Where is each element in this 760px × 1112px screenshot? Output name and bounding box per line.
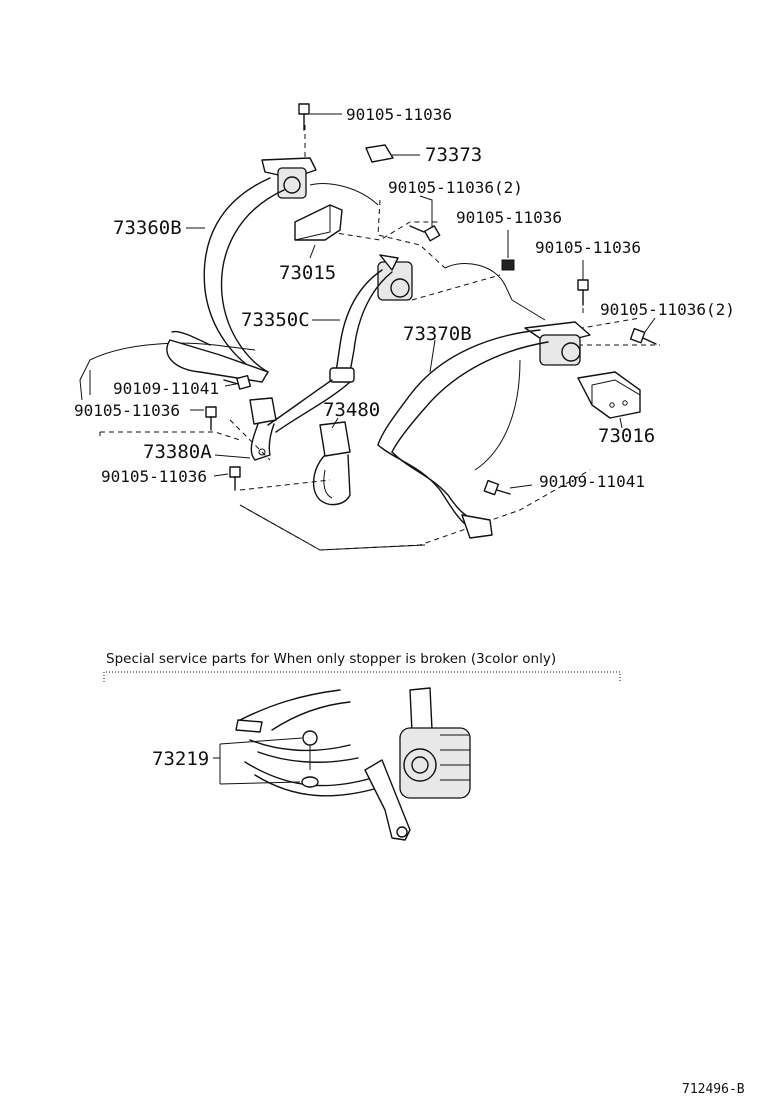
plate-73373[interactable] — [365, 144, 394, 163]
buckle-73380a[interactable] — [249, 397, 277, 461]
bolt-icon — [409, 225, 441, 242]
bolt-icon — [501, 259, 515, 271]
bolt-icon — [483, 479, 511, 496]
bracket-73015[interactable] — [294, 204, 343, 241]
label-73370b: 73370B — [403, 323, 472, 345]
retractor-detail-drawing — [235, 687, 471, 841]
caption-bracket — [103, 671, 621, 682]
label-73015: 73015 — [279, 262, 336, 284]
seat-belt-73350c[interactable] — [267, 254, 413, 433]
leader-lines — [99, 113, 656, 489]
label-bolt-11041-right: 90109-11041 — [539, 472, 645, 491]
bracket-73016[interactable] — [577, 371, 641, 419]
bolt-icon — [629, 327, 657, 345]
label-73360b: 73360B — [113, 217, 182, 239]
buckle-73480[interactable] — [313, 421, 351, 506]
label-bolt-2a: 90105-11036(2) — [388, 178, 523, 197]
label-73373: 73373 — [425, 144, 482, 166]
seat-belt-73360b[interactable] — [166, 157, 317, 383]
label-bolt-left: 90105-11036 — [74, 401, 180, 420]
washer-icon — [301, 776, 319, 788]
bolt-icon — [205, 406, 217, 431]
bolt-icon — [223, 374, 252, 390]
seat-belt-73370b[interactable] — [377, 321, 591, 539]
label-73350c: 73350C — [241, 309, 310, 331]
label-bolt-right: 90105-11036 — [535, 238, 641, 257]
label-73480: 73480 — [323, 399, 380, 421]
label-73380a: 73380A — [143, 441, 212, 463]
label-bolt-left-low: 90105-11036 — [101, 467, 207, 486]
bolt-icon — [229, 466, 241, 491]
bolt-icon — [298, 103, 310, 131]
label-73219: 73219 — [152, 748, 209, 770]
label-73016: 73016 — [598, 425, 655, 447]
label-bolt-mid: 90105-11036 — [456, 208, 562, 227]
leader-73219 — [213, 737, 303, 785]
bolt-icon — [577, 279, 589, 306]
drawing-number: 712496-B — [682, 1082, 745, 1097]
clip-icon — [302, 730, 318, 770]
special-service-caption: Special service parts for When only stop… — [106, 651, 556, 667]
label-bolt-top: 90105-11036 — [346, 105, 452, 124]
label-bolt-11041-left: 90109-11041 — [113, 379, 219, 398]
label-bolt-2b: 90105-11036(2) — [600, 300, 735, 319]
